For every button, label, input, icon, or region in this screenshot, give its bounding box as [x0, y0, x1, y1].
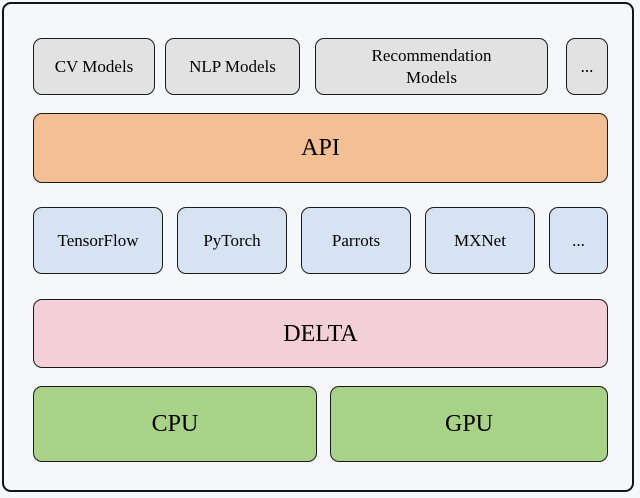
box-parrots: Parrots	[301, 207, 411, 274]
box-cv-models: CV Models	[33, 38, 155, 95]
box-recommendation-models: Recommendation Models	[315, 38, 548, 95]
box-frameworks-ellipsis: ...	[549, 207, 608, 274]
box-pytorch: PyTorch	[177, 207, 287, 274]
box-api: API	[33, 113, 608, 183]
box-cpu: CPU	[33, 386, 317, 462]
box-tensorflow: TensorFlow	[33, 207, 163, 274]
box-models-ellipsis: ...	[566, 38, 608, 95]
box-delta: DELTA	[33, 299, 608, 368]
box-nlp-models: NLP Models	[165, 38, 300, 95]
box-mxnet: MXNet	[425, 207, 535, 274]
box-gpu: GPU	[330, 386, 608, 462]
